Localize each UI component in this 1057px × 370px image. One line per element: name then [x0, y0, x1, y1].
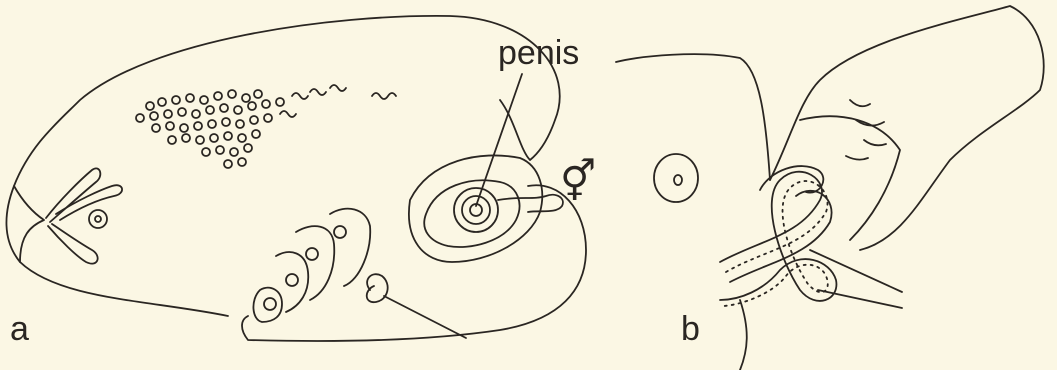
lobe-dot-1 [334, 226, 346, 238]
leader-penis [476, 74, 522, 206]
panel-label-a: a [10, 312, 29, 346]
panel-label-b: b [681, 312, 700, 346]
lobe-dot-2 [306, 248, 318, 260]
arrow-b-2 [818, 290, 902, 308]
lobe-dot-4 [264, 298, 276, 310]
eye-b-pupil [674, 175, 682, 185]
lobes [253, 209, 370, 322]
hermaphrodite-symbol-icon: ⚥ [560, 162, 596, 202]
eye-a-pupil [95, 216, 101, 222]
body-outline-b-left [616, 54, 770, 180]
anterior-notch [14, 186, 44, 262]
eye-b [654, 154, 698, 202]
body-outline-b-lower [740, 300, 747, 370]
penis-coil-mid [462, 196, 490, 224]
arrow-a [384, 296, 466, 338]
coiled-duct-a [367, 274, 388, 302]
tentacle-lower [48, 224, 98, 264]
tentacle-upper-2 [56, 185, 122, 220]
penis-coil-outer [454, 188, 498, 232]
body-outline-a [6, 16, 559, 316]
coiled-duct-b-inner [724, 181, 828, 306]
label-penis: penis [498, 36, 579, 70]
genital-duct [498, 195, 563, 212]
eye-a [89, 210, 107, 228]
granules [136, 85, 396, 168]
lobe-dot-3 [286, 274, 298, 286]
posterior-lobe [242, 185, 586, 341]
tentacle-upper [46, 168, 100, 222]
